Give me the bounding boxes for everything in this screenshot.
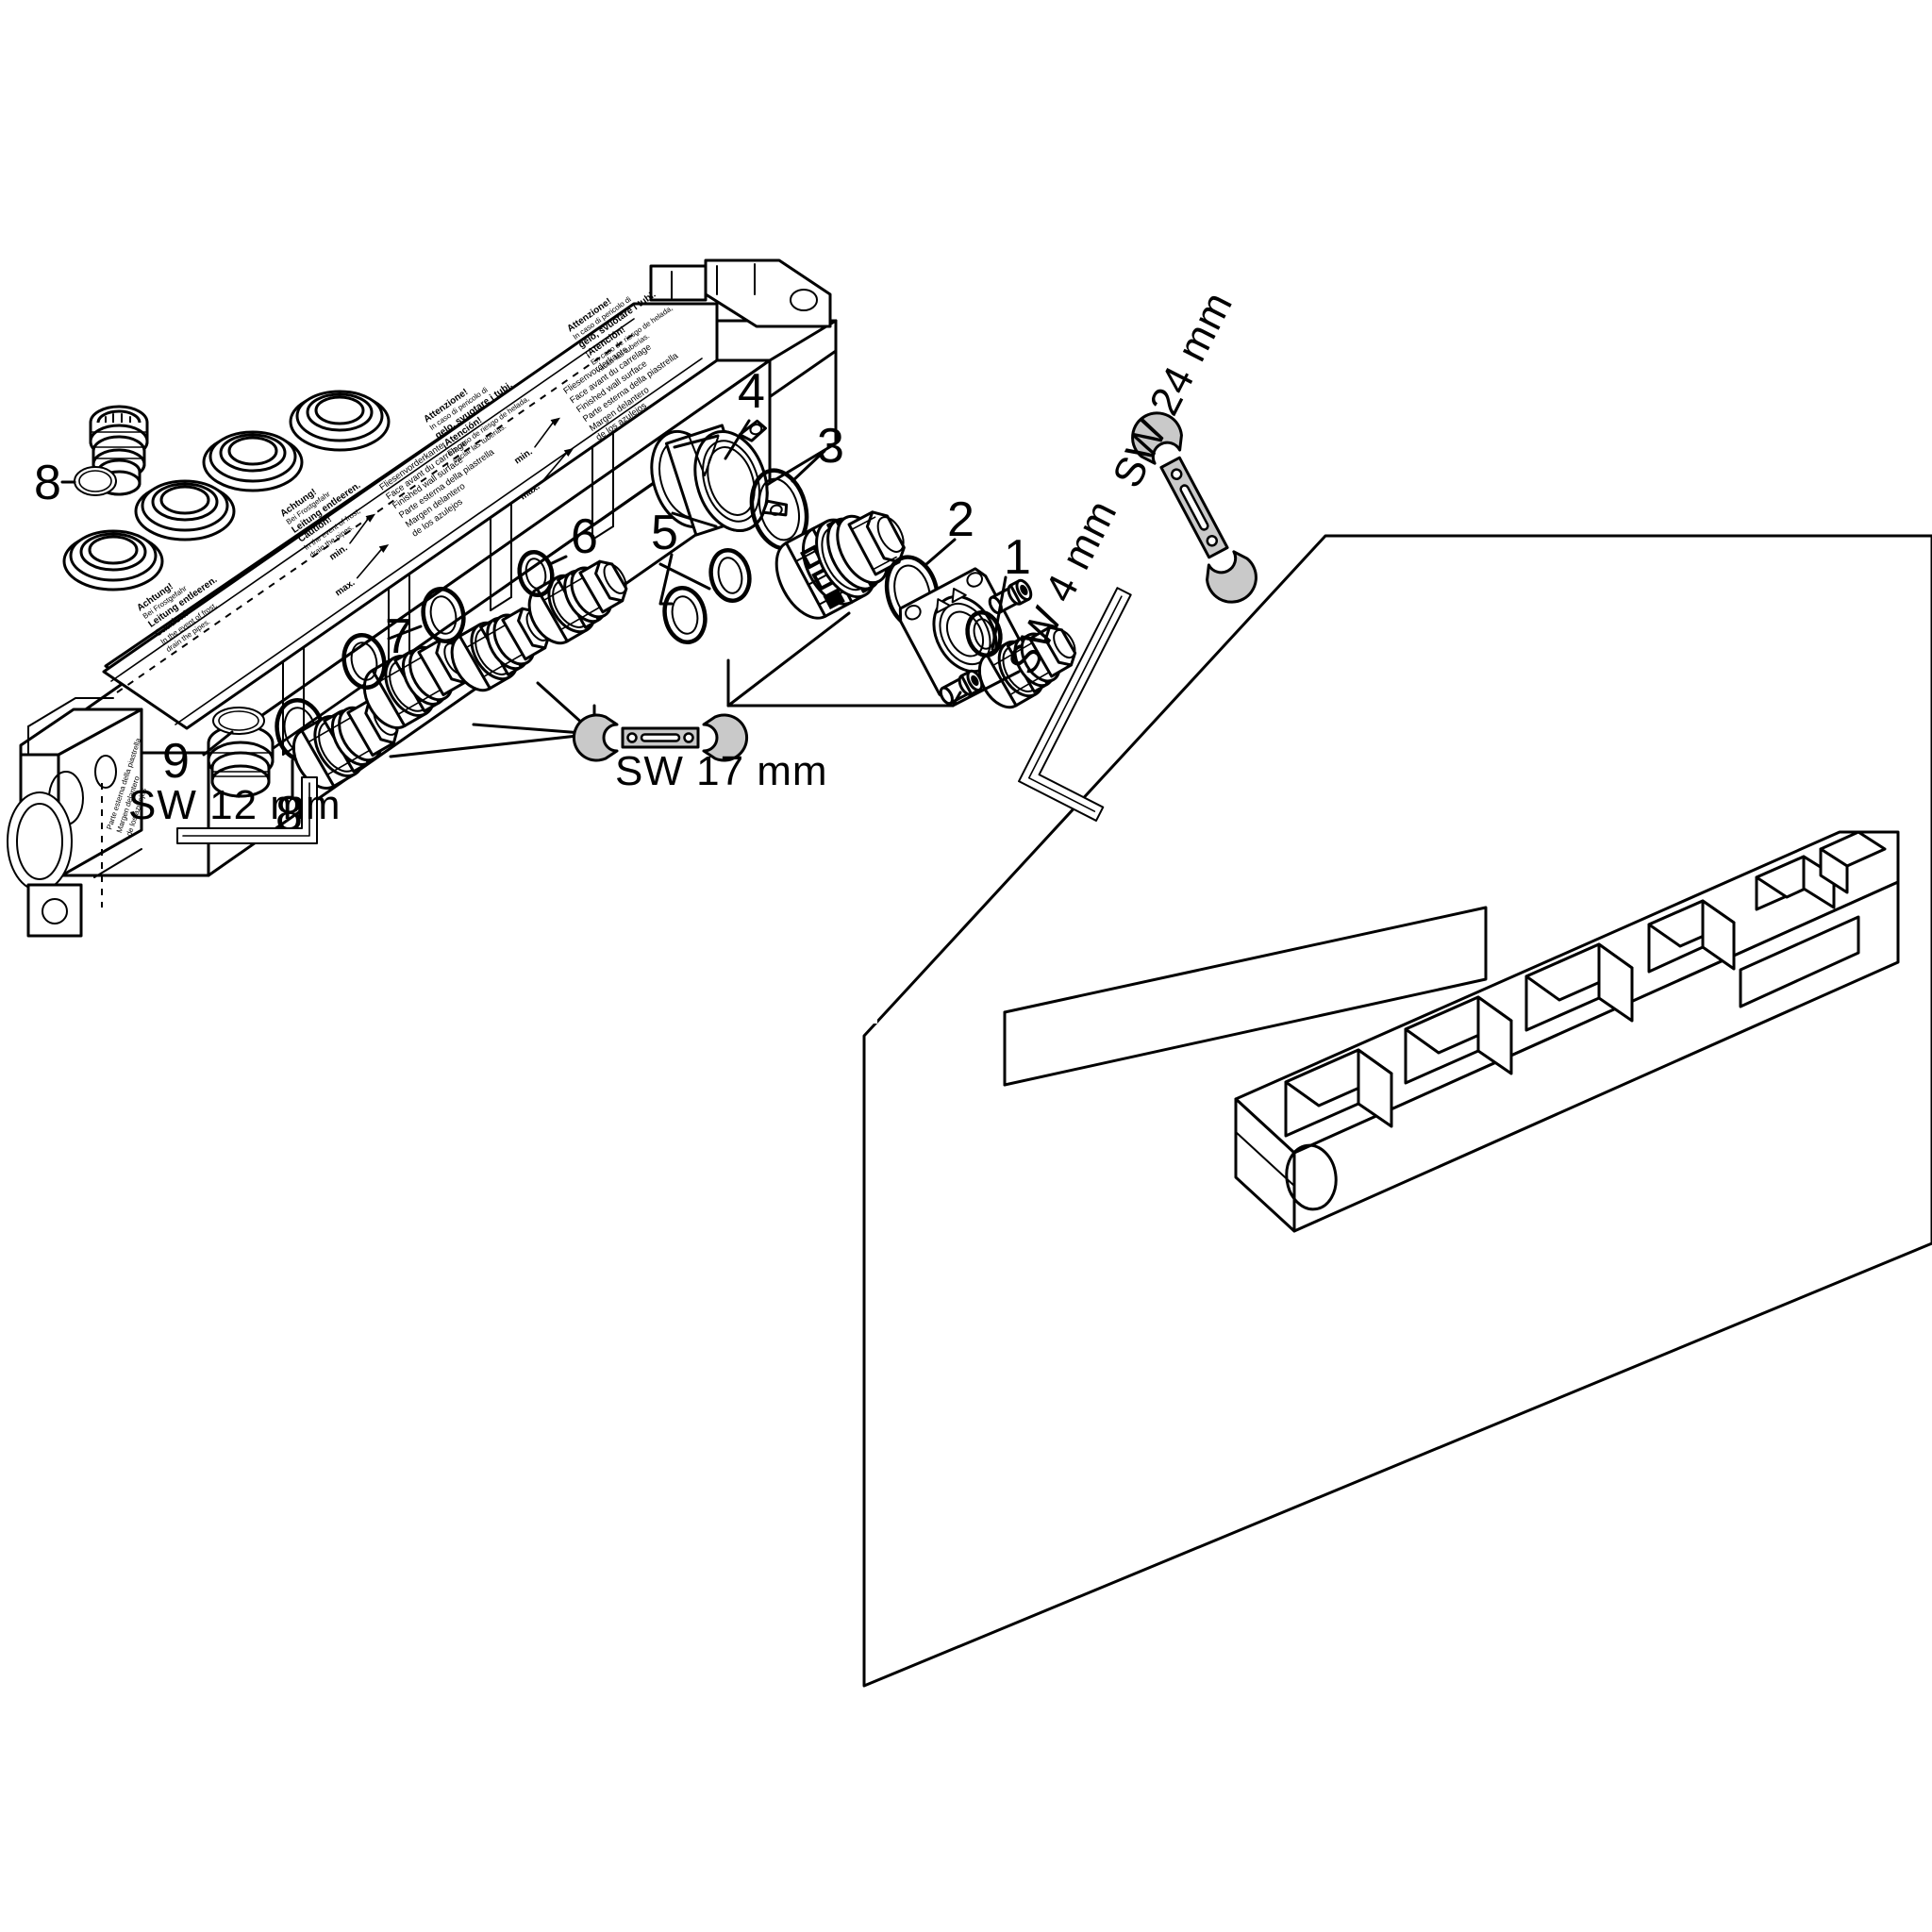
- valve-cartridge-3: [450, 607, 551, 692]
- callout-7: 7: [385, 609, 412, 664]
- part-4-clamp-bracket: 4: [650, 364, 789, 537]
- o-ring-7b: [421, 587, 466, 643]
- callout-4: 4: [738, 364, 765, 419]
- o-ring-7a: [341, 633, 387, 690]
- o-ring-5a: [662, 586, 708, 644]
- escutcheon-trim-bar: [1234, 830, 1900, 1233]
- front-template-strip: [102, 302, 719, 730]
- tool-label-sw-17mm: SW 17 mm: [615, 748, 828, 794]
- body-final: Fliesenvorderkante Face avant du carrela…: [0, 241, 877, 1024]
- callout-8-top: 8: [34, 456, 61, 510]
- part-1-grub-screws: 1: [939, 530, 1033, 706]
- part-9-group: 9: [162, 707, 275, 798]
- o-ring-5b: [708, 548, 752, 603]
- part-2-o-ring: 2: [884, 492, 974, 630]
- tool-sw-17mm: SW 17 mm: [572, 713, 828, 794]
- callout-9: 9: [162, 734, 190, 789]
- thermostatic-cartridge: [774, 510, 906, 620]
- part-8-top-group: 8: [34, 405, 149, 510]
- valve-cartridge-4: [527, 559, 628, 645]
- callout-2: 2: [947, 492, 974, 547]
- tool-label-sw-12mm: SW 12 mm: [128, 782, 341, 828]
- tool-sw-12mm: SW 12 mm: [128, 776, 341, 844]
- callout-7-leader: 7: [385, 609, 423, 664]
- left-mounting-bracket: [7, 697, 143, 938]
- right-mounting-bracket: [649, 258, 832, 328]
- callout-6: 6: [571, 509, 598, 564]
- callout-1: 1: [1004, 530, 1031, 585]
- port-bosses: [62, 390, 391, 591]
- callout-3: 3: [817, 419, 844, 474]
- valve-cartridge-right: [965, 610, 1077, 709]
- trim-handle-blocks: [1284, 830, 1887, 1138]
- o-ring-6: 6: [517, 509, 598, 598]
- valve-cartridge-2: [362, 638, 470, 729]
